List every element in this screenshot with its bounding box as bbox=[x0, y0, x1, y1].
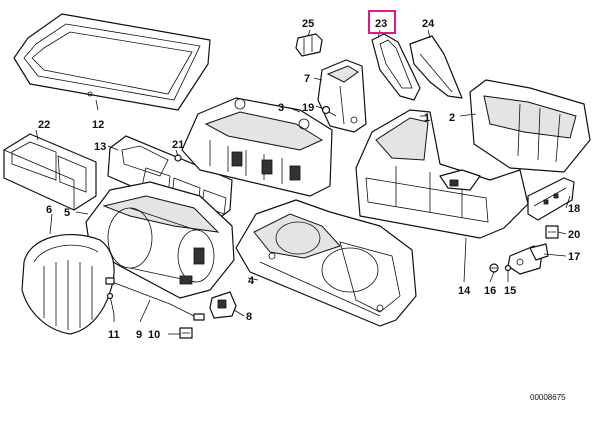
callout-8: 8 bbox=[246, 311, 252, 323]
callout-5: 5 bbox=[64, 207, 70, 219]
part-10-clip bbox=[179, 327, 193, 339]
callout-2: 2 bbox=[449, 112, 455, 124]
part-9-cable bbox=[105, 277, 205, 321]
part-2-duct-housing bbox=[469, 79, 591, 173]
callout-11: 11 bbox=[108, 329, 120, 341]
part-18-rail bbox=[527, 177, 575, 221]
callout-22: 22 bbox=[38, 119, 50, 131]
callout-13: 13 bbox=[94, 141, 106, 153]
callout-4: 4 bbox=[248, 275, 255, 287]
callout-6: 6 bbox=[46, 204, 52, 216]
part-23-seal bbox=[371, 33, 421, 101]
callout-23-highlight-box bbox=[368, 10, 396, 34]
part-6-blower-shell bbox=[21, 233, 115, 335]
callout-3: 3 bbox=[278, 102, 284, 114]
part-4-lower-housing bbox=[235, 199, 417, 327]
part-12-gasket-frame bbox=[13, 13, 211, 111]
part-25-connector bbox=[295, 33, 323, 57]
callout-24: 24 bbox=[422, 18, 435, 30]
part-3-flap-housing bbox=[181, 97, 333, 197]
callout-9: 9 bbox=[136, 329, 142, 341]
callout-10: 10 bbox=[148, 329, 160, 341]
part-8-switch bbox=[209, 291, 237, 319]
part-24-panel bbox=[409, 35, 463, 99]
part-7-duct bbox=[317, 59, 367, 133]
part-15-screw bbox=[504, 264, 512, 272]
leader-lines bbox=[35, 29, 571, 335]
callout-labels: 1 2 3 4 5 6 7 8 9 10 11 12 13 14 15 16 1… bbox=[38, 18, 580, 341]
callout-21: 21 bbox=[172, 139, 184, 151]
callout-7: 7 bbox=[304, 73, 310, 85]
callout-1: 1 bbox=[424, 112, 430, 124]
part-16-screw bbox=[489, 263, 499, 273]
part-20-clip bbox=[545, 225, 559, 239]
document-number: 00008675 bbox=[530, 393, 566, 402]
callout-16: 16 bbox=[484, 285, 496, 297]
part-17-bracket bbox=[507, 243, 549, 275]
part-11-pin bbox=[106, 292, 115, 315]
part-22-filter-frame bbox=[3, 133, 97, 211]
callout-15: 15 bbox=[504, 285, 516, 297]
callout-19: 19 bbox=[302, 102, 314, 114]
callout-14: 14 bbox=[458, 285, 471, 297]
part-19-screw bbox=[321, 105, 337, 117]
callout-20: 20 bbox=[568, 229, 580, 241]
part-14-main-housing bbox=[355, 109, 529, 239]
callout-25: 25 bbox=[302, 18, 314, 30]
callout-23: 23 bbox=[375, 18, 387, 30]
callout-17: 17 bbox=[568, 251, 580, 263]
callout-12: 12 bbox=[92, 119, 104, 131]
callout-18: 18 bbox=[568, 203, 580, 215]
